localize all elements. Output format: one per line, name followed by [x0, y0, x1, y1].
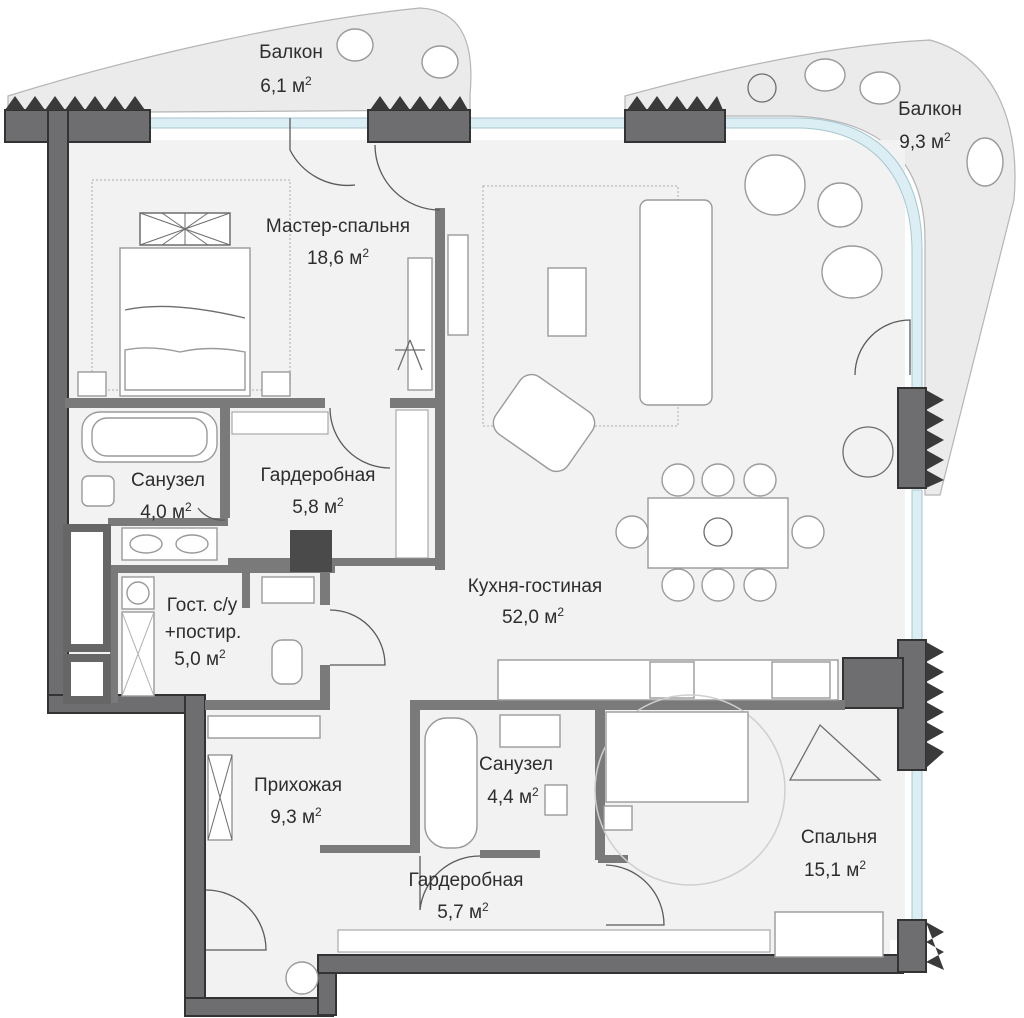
label-wardrobe-2: Гардеробная 5,7 м2 — [409, 870, 524, 923]
balcony-furniture — [336, 28, 1004, 187]
svg-text:Санузел: Санузел — [131, 470, 205, 491]
label-balcony-2: Балкон 9,3 м2 — [898, 99, 962, 153]
label-master-bedroom: Мастер-спальня 18,6 м2 — [266, 216, 410, 269]
svg-text:Кухня-гостиная: Кухня-гостиная — [468, 576, 602, 597]
svg-text:Гардеробная: Гардеробная — [409, 870, 524, 891]
label-wardrobe-1: Гардеробная 5,8 м2 — [261, 465, 376, 518]
svg-text:Санузел: Санузел — [479, 754, 553, 775]
bathroom-1-fixtures — [81, 411, 218, 561]
guest-wc-fixtures — [121, 576, 315, 697]
master-bed — [77, 179, 433, 397]
outer-walls — [4, 109, 927, 1017]
svg-text:Балкон: Балкон — [898, 99, 962, 120]
window-east-3 — [911, 769, 923, 921]
svg-text:15,1 м2: 15,1 м2 — [804, 858, 866, 881]
svg-text:Спальня: Спальня — [801, 827, 877, 848]
label-kitchen-living: Кухня-гостиная 52,0 м2 — [468, 576, 602, 628]
label-hallway: Прихожая 9,3 м2 — [254, 775, 342, 828]
svg-text:4,4 м2: 4,4 м2 — [487, 785, 539, 808]
svg-text:9,3 м2: 9,3 м2 — [270, 805, 322, 828]
svg-text:6,1 м2: 6,1 м2 — [260, 74, 312, 97]
wardrobe-1-rails — [231, 409, 429, 559]
balcony-1 — [7, 7, 472, 113]
doors — [197, 118, 911, 951]
svg-text:5,0 м2: 5,0 м2 — [174, 647, 226, 670]
svg-text:Балкон: Балкон — [259, 42, 323, 63]
living-furniture — [447, 154, 894, 701]
shaft-1 — [63, 524, 111, 652]
hallway-furniture — [207, 715, 321, 995]
window-north-2 — [469, 117, 626, 129]
label-bathroom-1: Санузел 4,0 м2 — [131, 470, 205, 523]
interior-walls — [65, 208, 845, 863]
window-east-2 — [911, 489, 923, 641]
label-bedroom: Спальня 15,1 м2 — [801, 827, 877, 881]
label-bathroom-2: Санузел 4,4 м2 — [479, 754, 553, 808]
window-north-1 — [149, 117, 371, 129]
svg-text:+постир.: +постир. — [165, 622, 242, 643]
svg-text:52,0 м2: 52,0 м2 — [502, 605, 564, 628]
svg-text:Мастер-спальня: Мастер-спальня — [266, 216, 410, 237]
label-guest-wc: Гост. с/у +постир. 5,0 м2 — [165, 595, 242, 670]
svg-text:Гардеробная: Гардеробная — [261, 465, 376, 486]
shaft-2 — [63, 654, 111, 704]
label-balcony-1: Балкон 6,1 м2 — [259, 42, 323, 97]
bathroom-2-fixtures — [424, 714, 568, 849]
svg-text:4,0 м2: 4,0 м2 — [140, 500, 192, 523]
svg-text:5,7 м2: 5,7 м2 — [437, 900, 489, 923]
svg-text:Прихожая: Прихожая — [254, 775, 342, 796]
svg-text:5,8 м2: 5,8 м2 — [292, 495, 344, 518]
wall-hatching — [5, 96, 944, 970]
svg-text:18,6 м2: 18,6 м2 — [307, 246, 369, 269]
wardrobe-2-rail — [337, 929, 771, 953]
bedroom-furniture — [594, 694, 884, 958]
column — [290, 530, 332, 572]
svg-text:9,3 м2: 9,3 м2 — [899, 130, 951, 153]
svg-text:Гост. с/у: Гост. с/у — [167, 595, 238, 616]
